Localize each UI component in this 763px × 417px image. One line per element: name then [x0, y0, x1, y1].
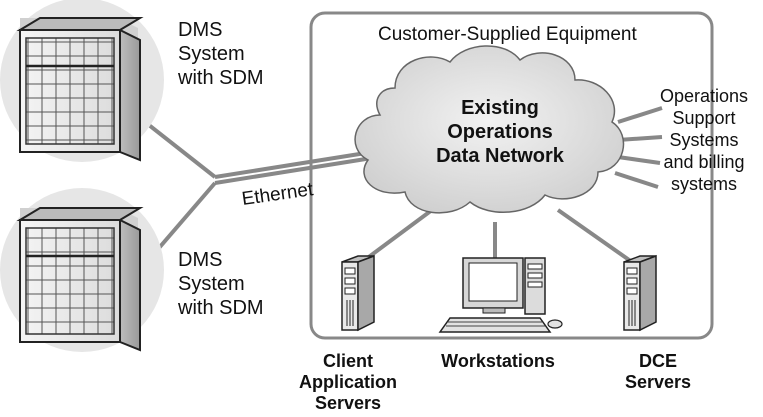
- client-server-link: [360, 208, 434, 264]
- oss-link-3: [617, 155, 661, 165]
- dms-cabinet-top: [0, 0, 164, 162]
- cloud-label: Existing Operations Data Network: [436, 97, 564, 167]
- dce-server-link: [556, 208, 634, 264]
- ethernet-top-line: [214, 150, 373, 179]
- dms-cabinet-bottom: [0, 188, 164, 352]
- oss-link-1: [617, 106, 663, 124]
- client-server-tower: [341, 254, 375, 332]
- network-cloud: [354, 45, 625, 214]
- dce-servers-label: DCE Servers: [624, 351, 692, 392]
- oss-link-2: [617, 135, 663, 142]
- client-servers-label: Client Application Servers: [299, 351, 397, 413]
- dms-top-link: [138, 116, 217, 179]
- workstations-label: Workstations: [441, 351, 555, 371]
- oss-label: Operations Support Systems and billing s…: [659, 86, 749, 194]
- dms-bottom-label: DMS System with SDM: [178, 249, 264, 319]
- oss-link-4: [614, 171, 659, 189]
- workstation: [438, 257, 563, 333]
- customer-equipment-box: [309, 11, 714, 340]
- connection-lines: [138, 106, 663, 272]
- ethernet-bottom-line: [214, 156, 373, 185]
- enclosure-title: Customer-Supplied Equipment: [378, 24, 637, 45]
- dms-top-label: DMS System with SDM: [178, 19, 264, 89]
- dce-server-tower: [623, 254, 657, 332]
